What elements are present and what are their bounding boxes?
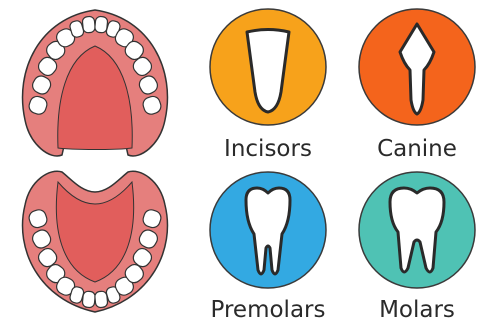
arch-tooth <box>82 291 95 308</box>
molars-label: Molars <box>342 296 485 324</box>
molars-badge <box>359 172 475 288</box>
canine-badge <box>359 9 475 125</box>
premolars-label: Premolars <box>193 296 343 324</box>
premolars-badge <box>210 172 326 288</box>
lower-jaw-icon <box>23 171 168 312</box>
upper-jaw-icon <box>23 10 168 156</box>
incisors-label: Incisors <box>193 135 343 163</box>
canine-label: Canine <box>342 135 485 163</box>
arch-tooth <box>82 16 95 33</box>
incisors-badge <box>210 9 326 125</box>
